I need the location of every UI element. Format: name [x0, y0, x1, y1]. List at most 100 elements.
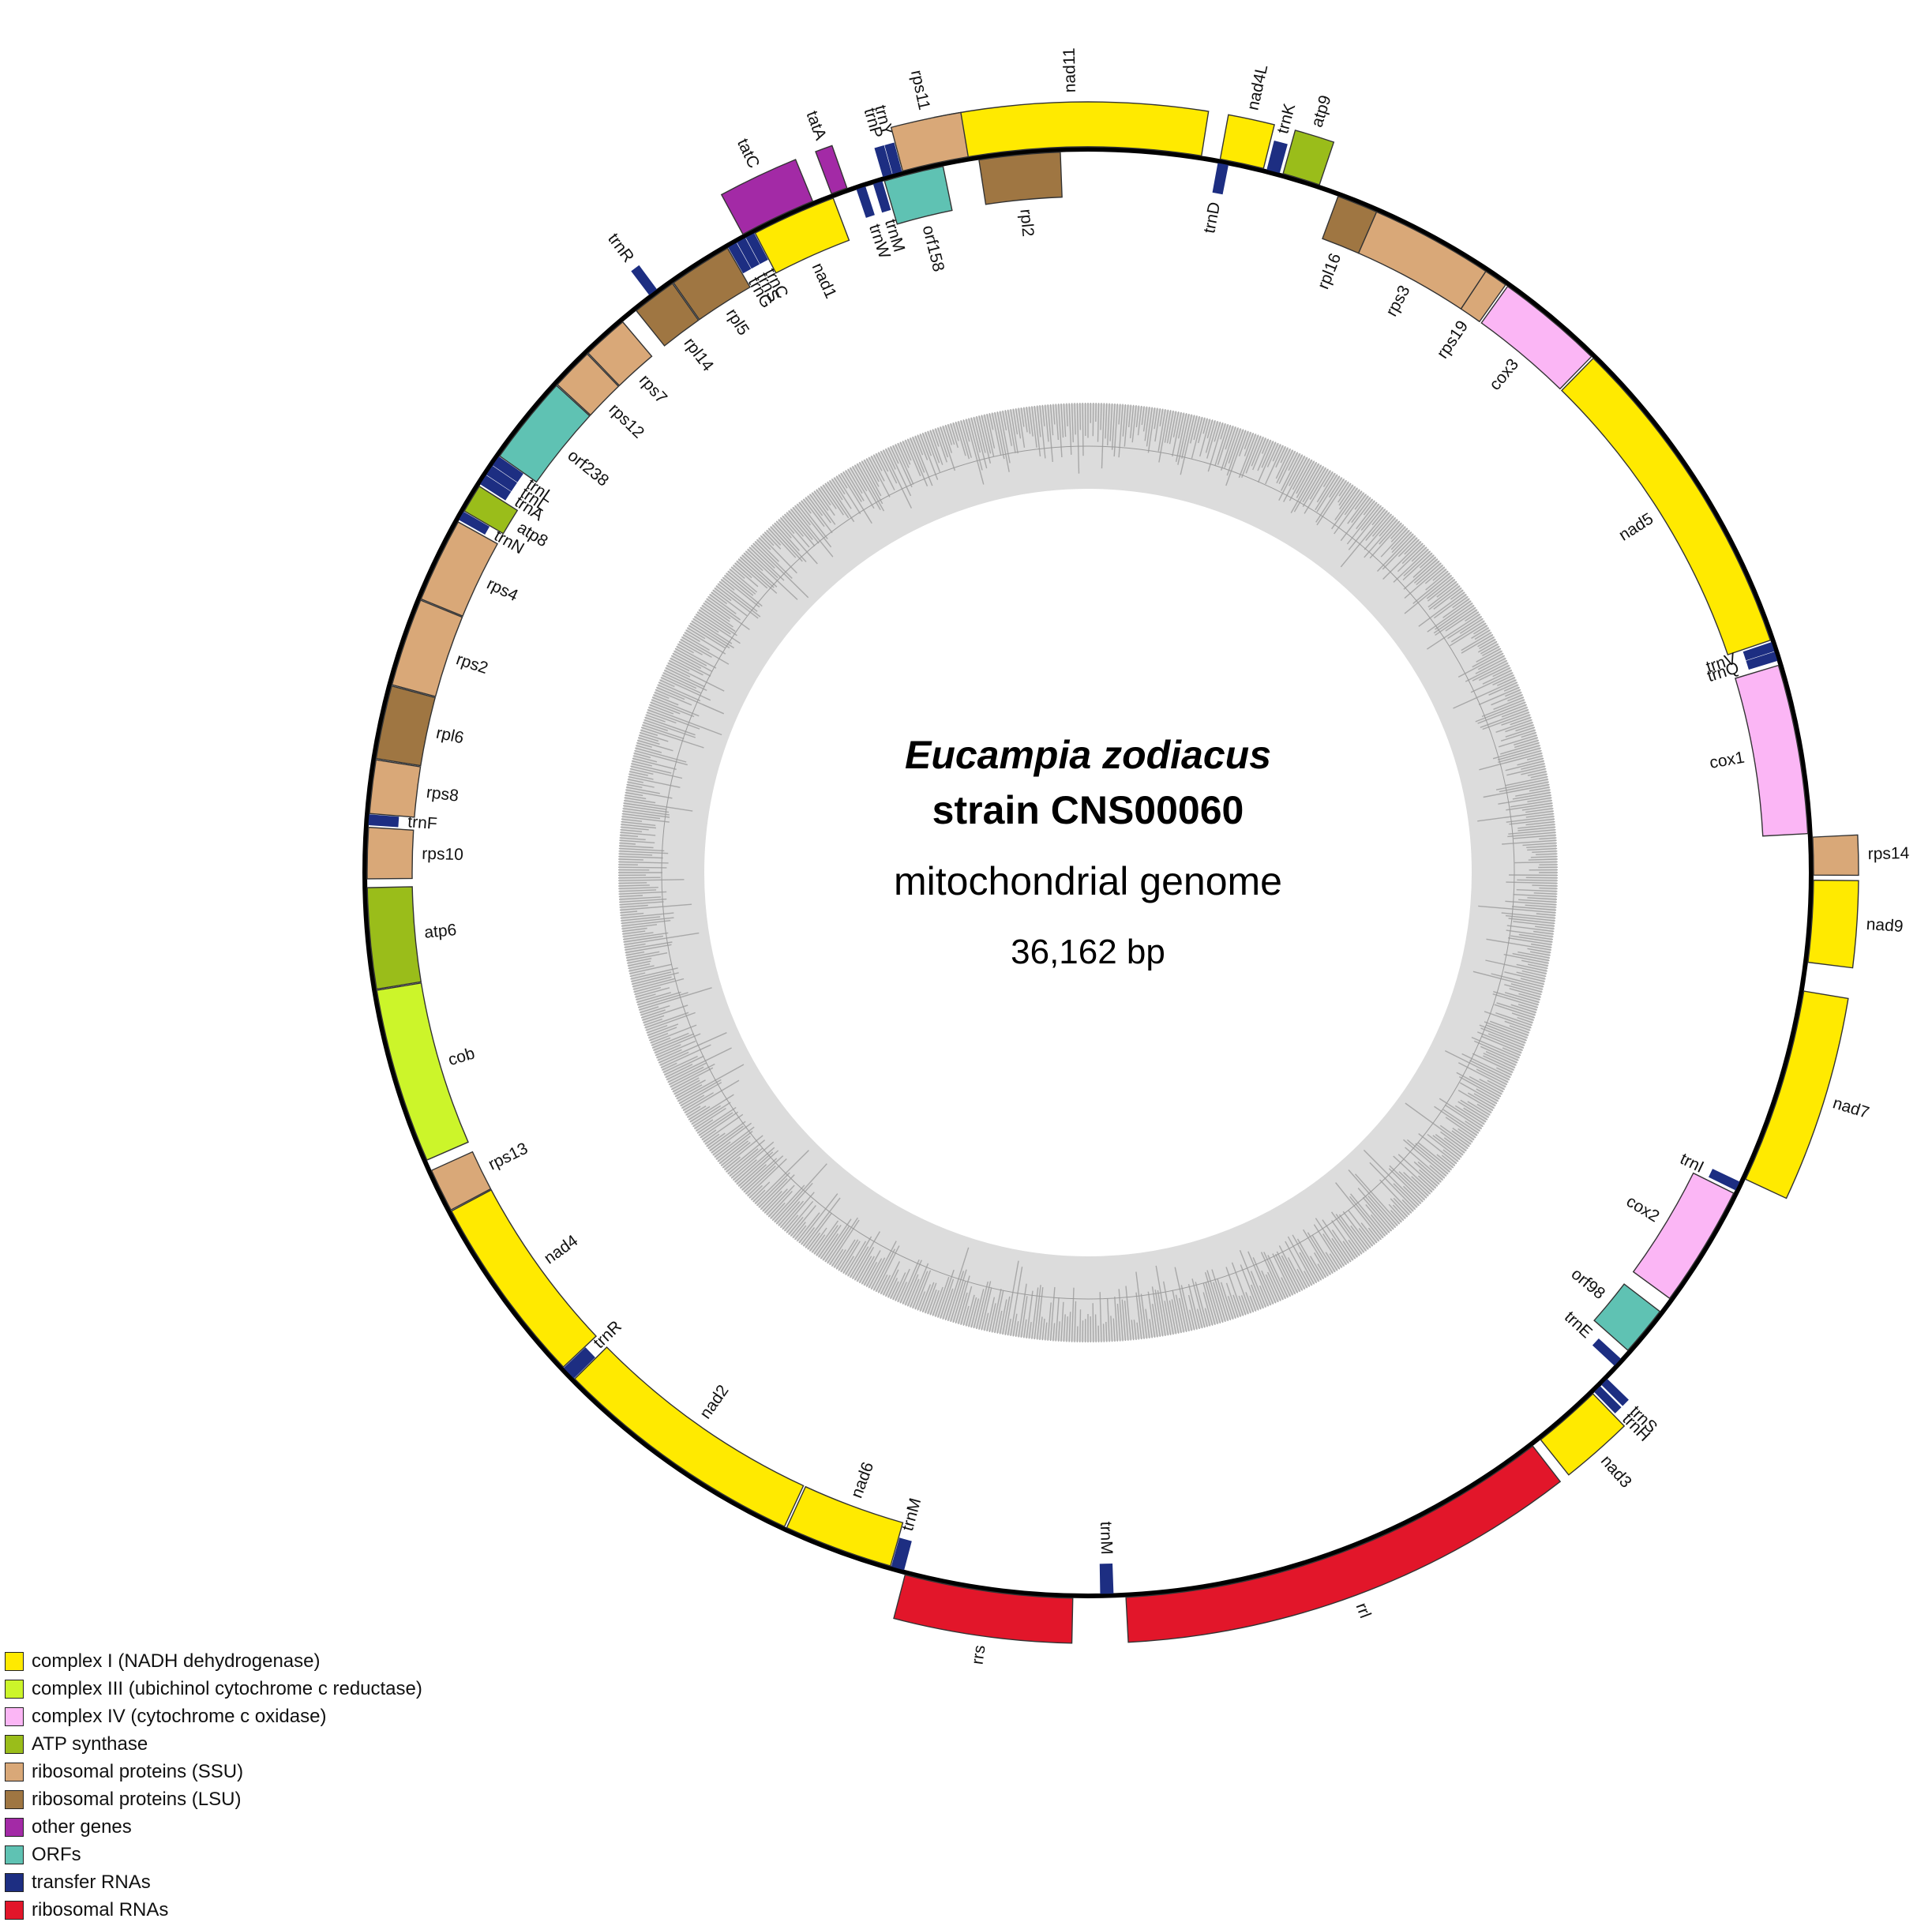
gene-trnm-label: trnM [1097, 1521, 1116, 1555]
gene-cox1-label: cox1 [1709, 749, 1746, 772]
gene-trnl-block [492, 456, 523, 482]
gene-atp9-block [1282, 130, 1335, 186]
gene-nad7-block [1744, 990, 1849, 1200]
gene-trnf-block [368, 814, 400, 828]
genome-backbone-circle [362, 147, 1814, 1598]
legend-item-ssu: ribosomal proteins (SSU) [5, 1758, 422, 1785]
gene-trni-block [1709, 1169, 1740, 1191]
gene-rpl2-label: rpl2 [1016, 208, 1037, 238]
gene-rpl16-label: rpl16 [1314, 251, 1345, 292]
gene-rps4-label: rps4 [484, 575, 521, 606]
gene-rpl14-label: rpl14 [681, 334, 718, 374]
gene-cox3-label: cox3 [1486, 355, 1522, 394]
gene-rpl5-block [673, 247, 751, 321]
legend-swatch-oth [5, 1817, 24, 1837]
legend-item-orf: ORFs [5, 1841, 422, 1868]
gene-tatc-block [720, 159, 814, 235]
gene-rps14-label: rps14 [1867, 844, 1909, 863]
gene-nad6-label: nad6 [848, 1459, 878, 1500]
gene-orf238-label: orf238 [565, 446, 613, 490]
gene-trns-block [737, 238, 760, 269]
gene-rpl14-block [635, 282, 700, 347]
legend-label-lsu: ribosomal proteins (LSU) [32, 1788, 242, 1810]
gene-rrl-label: rrl [1352, 1601, 1375, 1621]
gene-cob-block [376, 982, 469, 1161]
strain-name: strain CNS00060 [932, 788, 1244, 832]
gene-trnn-block [459, 511, 490, 535]
legend-label-c4: complex IV (cytochrome c oxidase) [32, 1705, 327, 1727]
gene-orf98-label: orf98 [1568, 1265, 1609, 1303]
legend-label-c1: complex I (NADH dehydrogenase) [32, 1650, 321, 1672]
gene-rrs-block [893, 1574, 1074, 1644]
gene-atp6-label: atp6 [423, 921, 457, 942]
gene-rps8-label: rps8 [426, 783, 460, 805]
gene-rps11-label: rps11 [907, 69, 933, 112]
legend-item-oth: other genes [5, 1813, 422, 1841]
gene-trnv-block [1743, 642, 1775, 661]
legend-label-oth: other genes [32, 1815, 132, 1838]
legend-item-c3: complex III (ubichinol cytochrome c redu… [5, 1675, 422, 1703]
gene-trna-block [480, 475, 512, 501]
gene-trni-label: trnI [1677, 1150, 1706, 1177]
legend-item-lsu: ribosomal proteins (LSU) [5, 1785, 422, 1813]
gene-nad3-label: nad3 [1597, 1451, 1635, 1491]
gene-trnm-block [1099, 1563, 1114, 1594]
gene-rps10-label: rps10 [422, 845, 463, 864]
gene-nad7-label: nad7 [1831, 1094, 1871, 1122]
gene-nad5-label: nad5 [1615, 509, 1656, 544]
gene-tata-label: tatA [803, 109, 830, 143]
gene-atp9-label: atp9 [1308, 93, 1335, 130]
legend-label-c3: complex III (ubichinol cytochrome c redu… [32, 1677, 422, 1699]
gene-nad1-block [754, 197, 850, 274]
gene-nad4-block [450, 1188, 598, 1368]
gene-nad2-label: nad2 [696, 1382, 733, 1422]
gene-rpl2-block [978, 151, 1063, 205]
gene-trns-block [1601, 1379, 1629, 1406]
gc-ring-midline [661, 445, 1515, 1300]
gene-rpl5-label: rpl5 [722, 306, 752, 339]
gene-nad6-block [786, 1485, 904, 1567]
gene-trnd-label: trnD [1200, 201, 1224, 235]
gene-cob-label: cob [446, 1044, 477, 1069]
gene-rps12-label: rps12 [606, 400, 648, 442]
gc-content-ring [617, 402, 1559, 1343]
gene-rps7-label: rps7 [636, 371, 670, 407]
gene-rps14-block [1812, 834, 1859, 877]
legend-item-c1: complex I (NADH dehydrogenase) [5, 1647, 422, 1675]
center-title: Eucampia zodiacus strain CNS00060 mitoch… [894, 733, 1282, 971]
gene-trng-block [728, 242, 752, 274]
gene-trnp-block [874, 145, 892, 178]
legend-swatch-c3 [5, 1679, 24, 1699]
legend-label-trna: transfer RNAs [32, 1871, 151, 1893]
gene-rps13-label: rps13 [486, 1139, 531, 1174]
legend-item-c4: complex IV (cytochrome c oxidase) [5, 1703, 422, 1730]
gene-rrs-label: rrs [969, 1644, 989, 1665]
gene-trnr-block [563, 1347, 595, 1379]
genome-size: 36,162 bp [1011, 933, 1165, 971]
gene-rps19-label: rps19 [1433, 317, 1472, 362]
gene-rps8-block [369, 759, 422, 818]
legend-swatch-trna [5, 1872, 24, 1892]
gene-nad11-label: nad11 [1060, 47, 1079, 92]
gene-rps2-block [391, 599, 463, 697]
gene-trnc-block [745, 233, 768, 265]
legend-item-trna: transfer RNAs [5, 1868, 422, 1896]
gene-rps11-block [890, 111, 970, 172]
legend-swatch-atp [5, 1734, 24, 1754]
gene-trne-label: trnE [1561, 1308, 1596, 1342]
gene-trnl-block [486, 465, 518, 492]
gene-rps3-block [1357, 211, 1487, 310]
gene-orf98-block [1593, 1283, 1661, 1351]
gene-trnw-block [856, 186, 875, 218]
gene-atp6-block [366, 886, 422, 990]
gene-nad3-block [1540, 1392, 1626, 1476]
gene-cox2-label: cox2 [1623, 1192, 1663, 1226]
gene-rps7-block [587, 321, 653, 387]
gene-rps12-block [556, 353, 620, 416]
gene-tatc-label: tatC [733, 136, 763, 171]
legend-swatch-rrna [5, 1900, 24, 1920]
legend-label-atp: ATP synthase [32, 1733, 148, 1755]
gene-cox3-block [1480, 285, 1592, 390]
gene-rrl-block [1125, 1445, 1562, 1643]
